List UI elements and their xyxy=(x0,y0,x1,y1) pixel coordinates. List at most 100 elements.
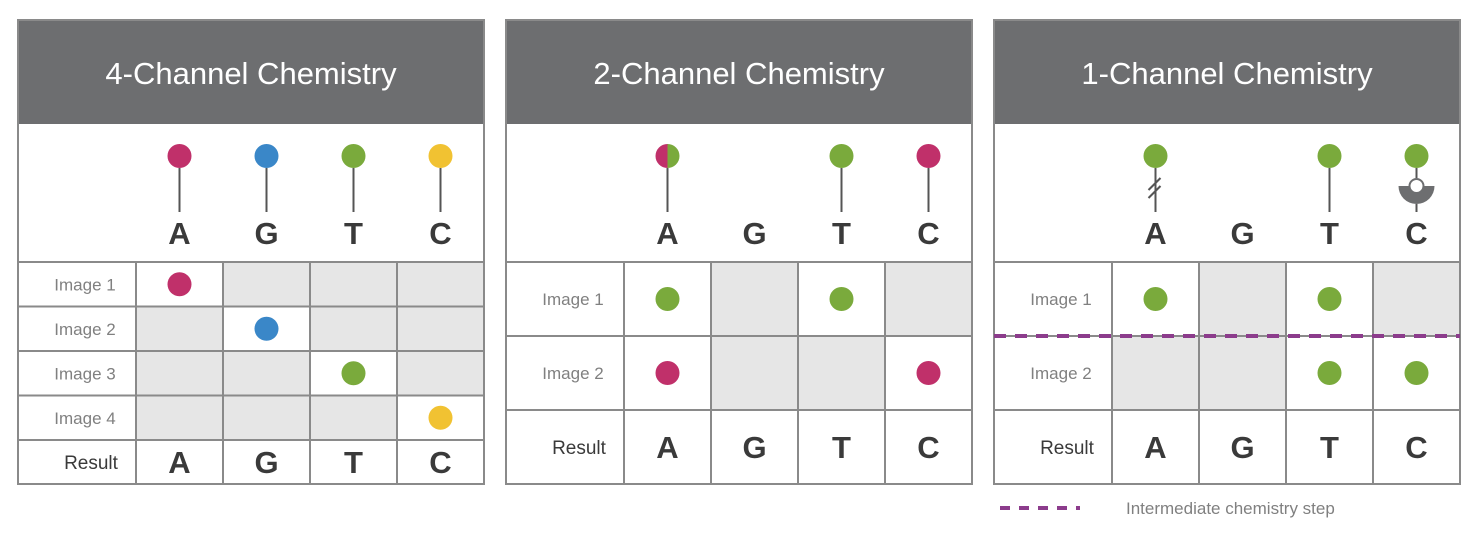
result-base: C xyxy=(1405,430,1427,465)
result-cell xyxy=(710,409,799,485)
result-cell xyxy=(797,409,886,485)
dye-a: A xyxy=(167,144,192,251)
signal-dot-green xyxy=(1317,287,1342,311)
panel-title: 4-Channel Chemistry xyxy=(105,56,397,91)
dye-magenta xyxy=(167,144,192,168)
dye-green xyxy=(1404,144,1429,168)
result-cell xyxy=(222,439,311,485)
base-letter: T xyxy=(832,216,851,251)
result-cell xyxy=(135,439,224,485)
dye-c: C xyxy=(916,144,941,251)
panel-header xyxy=(18,20,484,124)
dye-half-green xyxy=(667,144,680,168)
signal-cell xyxy=(1372,261,1461,337)
result-cell xyxy=(309,439,398,485)
signal-dot-magenta xyxy=(916,361,941,385)
ligand xyxy=(1408,178,1425,194)
row-label: Image 4 xyxy=(54,409,115,428)
signal-dot-magenta xyxy=(655,361,680,385)
signal-dot-green xyxy=(1317,361,1342,385)
result-base: G xyxy=(742,430,766,465)
signal-cell xyxy=(396,261,485,308)
signal-cell xyxy=(710,335,799,411)
result-base: C xyxy=(429,445,451,480)
dye-yellow xyxy=(428,144,453,168)
dye-t: T xyxy=(829,144,854,251)
signal-cell xyxy=(309,305,398,352)
signal-cell xyxy=(710,261,799,337)
binding-protein xyxy=(1398,186,1435,204)
result-base: A xyxy=(656,430,678,465)
signal-cell xyxy=(396,305,485,352)
signal-dot-green xyxy=(341,361,366,386)
result-base: T xyxy=(344,445,363,480)
base-letter: C xyxy=(917,216,939,251)
cleave-mark xyxy=(1147,177,1162,191)
result-base: A xyxy=(168,445,190,480)
cleave-mark xyxy=(1147,185,1162,199)
dye-a: A xyxy=(1143,144,1168,251)
result-cell xyxy=(623,409,712,485)
dye-g: G xyxy=(1230,216,1254,251)
base-letter: T xyxy=(344,216,363,251)
result-base: T xyxy=(1320,430,1339,465)
signal-dot-blue xyxy=(254,316,279,341)
dye-blue xyxy=(254,144,279,168)
signal-cell xyxy=(222,394,311,441)
result-base: G xyxy=(254,445,278,480)
dye-half-magenta xyxy=(655,144,668,168)
row-label: Image 1 xyxy=(1030,290,1091,309)
result-label: Result xyxy=(552,438,607,459)
signal-dot-green xyxy=(655,287,680,311)
dye-t: T xyxy=(1317,144,1342,251)
base-letter: C xyxy=(1405,216,1427,251)
image-row: Image 1 xyxy=(506,261,973,337)
result-base: G xyxy=(1230,430,1254,465)
signal-dot-green xyxy=(829,287,854,311)
row-label: Image 2 xyxy=(542,364,603,383)
signal-cell xyxy=(396,350,485,397)
result-base: A xyxy=(1144,430,1166,465)
result-label: Result xyxy=(1040,438,1095,459)
signal-cell xyxy=(222,350,311,397)
result-cell xyxy=(1111,409,1200,485)
row-label: Image 2 xyxy=(1030,364,1091,383)
signal-cell xyxy=(135,350,224,397)
base-letter: A xyxy=(168,216,190,251)
dye-green xyxy=(1143,144,1168,168)
dye-g: G xyxy=(742,216,766,251)
result-cell xyxy=(884,409,973,485)
dye-magenta xyxy=(916,144,941,168)
signal-cell xyxy=(222,261,311,308)
base-letter: A xyxy=(656,216,678,251)
dye-c: C xyxy=(1398,144,1435,251)
signal-cell xyxy=(1198,261,1287,337)
row-label: Image 2 xyxy=(54,320,115,339)
panel-header xyxy=(506,20,972,124)
row-label: Image 1 xyxy=(542,290,603,309)
signal-cell xyxy=(309,394,398,441)
image-row: Image 2 xyxy=(18,305,485,352)
result-cell xyxy=(396,439,485,485)
panel-title: 1-Channel Chemistry xyxy=(1081,56,1373,91)
image-row: Image 4 xyxy=(18,394,485,441)
image-row: Image 1 xyxy=(18,261,485,308)
result-cell xyxy=(1372,409,1461,485)
dye-green xyxy=(341,144,366,168)
image-row: Image 2 xyxy=(994,335,1461,411)
base-letter: G xyxy=(1230,216,1254,251)
row-label: Image 1 xyxy=(54,275,115,294)
panel-title: 2-Channel Chemistry xyxy=(593,56,885,91)
base-letter: G xyxy=(742,216,766,251)
dye-c: C xyxy=(428,144,453,251)
signal-cell xyxy=(1111,335,1200,411)
signal-dot-green xyxy=(1143,287,1168,311)
panel-header xyxy=(994,20,1460,124)
image-row: Image 1 xyxy=(994,261,1461,337)
